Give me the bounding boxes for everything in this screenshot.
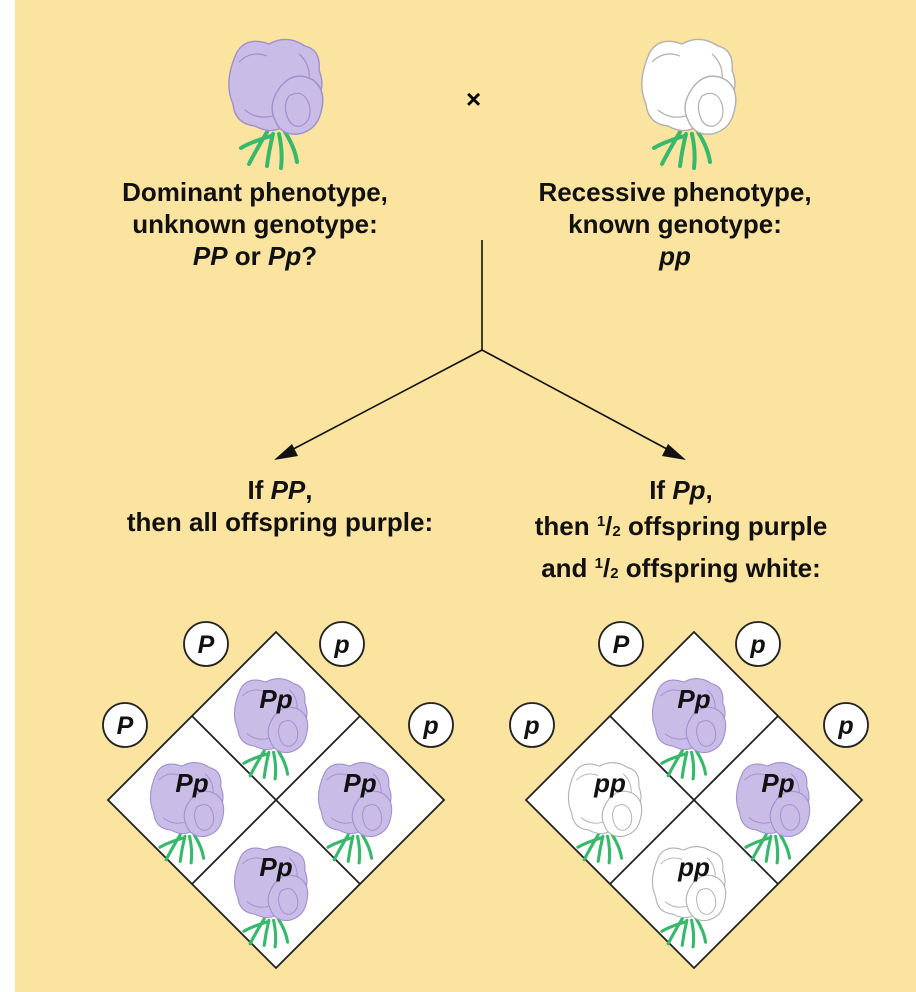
- purple-flower-icon: [651, 678, 727, 781]
- side-gamete-1: P: [102, 702, 148, 748]
- arrow-right-line: [481, 349, 681, 457]
- right-parent-genotype: pp: [659, 241, 691, 271]
- punnett-cell-right: Pp: [735, 762, 811, 865]
- white-flower-icon: [651, 846, 727, 949]
- white-flower-icon: [641, 38, 737, 170]
- and-text: and: [541, 553, 595, 583]
- offspring-white-text: offspring white:: [618, 553, 821, 583]
- side-gamete-2: p: [408, 702, 454, 748]
- purple-flower-icon: [149, 762, 225, 865]
- comma: ,: [305, 475, 313, 505]
- right-parent-line2: known genotype:: [568, 209, 782, 239]
- arrow-left-line: [279, 349, 483, 457]
- outcome-Pp-label: If Pp, then 1/2 offspring purple and 1/2…: [496, 474, 866, 590]
- cell-genotype-label: Pp: [761, 768, 794, 798]
- right-parent-line1: Recessive phenotype,: [538, 177, 812, 207]
- cell-genotype-label: Pp: [677, 684, 710, 714]
- cell-genotype-label: pp: [593, 768, 626, 798]
- left-parent-label: Dominant phenotype, unknown genotype: PP…: [110, 176, 400, 272]
- purple-flower-icon: [735, 762, 811, 865]
- fraction-numerator: 1: [594, 555, 603, 572]
- purple-flower-icon: [233, 846, 309, 949]
- arrow-right-head-icon: [662, 444, 686, 460]
- genotype-PP: PP: [270, 475, 306, 505]
- punnett-cell-left: Pp: [149, 762, 225, 865]
- fraction-half: 1/2: [596, 511, 621, 541]
- outcome-Pp-line3: and 1/2 offspring white:: [496, 548, 866, 590]
- side-gamete-2: p: [823, 702, 869, 748]
- purple-flower-icon: [233, 678, 309, 781]
- top-gamete-1: P: [183, 621, 229, 667]
- outcome-Pp-line1: If Pp,: [496, 474, 866, 506]
- outcome-Pp-line2: then 1/2 offspring purple: [496, 506, 866, 548]
- svg-text:P: P: [613, 631, 630, 659]
- svg-text:p: p: [523, 712, 539, 740]
- top-gamete-1: P: [598, 621, 644, 667]
- cell-genotype-label: Pp: [259, 852, 292, 882]
- if-text: If: [649, 475, 673, 505]
- outcome-PP-line2: then all offspring purple:: [126, 507, 434, 537]
- outcome-PP-line1: If PP,: [100, 474, 460, 506]
- purple-flower-icon: [228, 38, 324, 170]
- fraction-denominator: 2: [612, 523, 621, 540]
- left-parent-line1: Dominant phenotype,: [122, 177, 388, 207]
- white-flower-icon: [567, 762, 643, 865]
- punnett-cell-right: Pp: [317, 762, 393, 865]
- fraction-numerator: 1: [596, 513, 606, 530]
- svg-text:p: p: [422, 712, 438, 740]
- arrow-left-head-icon: [274, 444, 298, 460]
- svg-text:p: p: [837, 712, 853, 740]
- offspring-purple-text: offspring purple: [620, 511, 828, 541]
- svg-text:P: P: [198, 631, 215, 659]
- outcome-PP-label: If PP, then all offspring purple:: [100, 474, 460, 538]
- question-mark: ?: [301, 241, 318, 271]
- svg-text:p: p: [333, 631, 349, 659]
- svg-text:P: P: [117, 712, 134, 740]
- genotype-PP: PP: [192, 241, 228, 271]
- cell-genotype-label: Pp: [175, 768, 208, 798]
- top-gamete-2: p: [319, 621, 365, 667]
- top-gamete-2: p: [735, 621, 781, 667]
- left-parent-line3: PP or Pp?: [110, 240, 400, 272]
- or-text: or: [227, 241, 268, 271]
- flowers-layer: [228, 38, 737, 170]
- purple-flower-icon: [317, 762, 393, 865]
- cell-genotype-label: Pp: [259, 684, 292, 714]
- fraction-denominator: 2: [610, 565, 619, 582]
- side-gamete-1: p: [509, 702, 555, 748]
- then-text: then: [534, 511, 597, 541]
- punnett-grid-divider: [609, 715, 779, 885]
- genotype-Pp: Pp: [268, 241, 302, 271]
- right-parent-label: Recessive phenotype, known genotype: pp: [510, 176, 840, 272]
- punnett-cell-bottom: Pp: [233, 846, 309, 949]
- fraction-half: 1/2: [594, 553, 619, 583]
- svg-text:p: p: [749, 631, 765, 659]
- if-text: If: [247, 475, 271, 505]
- punnett-cell-bottom: pp: [651, 846, 727, 949]
- cell-genotype-label: Pp: [343, 768, 376, 798]
- comma: ,: [705, 475, 713, 505]
- cross-symbol: ×: [466, 84, 482, 114]
- punnett-cell-top: Pp: [233, 678, 309, 781]
- left-parent-line2: unknown genotype:: [132, 209, 378, 239]
- genotype-Pp: Pp: [672, 475, 706, 505]
- punnett-cell-left: pp: [567, 762, 643, 865]
- cell-genotype-label: pp: [677, 852, 710, 882]
- punnett-grid-divider: [191, 715, 361, 885]
- punnett-cell-top: Pp: [651, 678, 727, 781]
